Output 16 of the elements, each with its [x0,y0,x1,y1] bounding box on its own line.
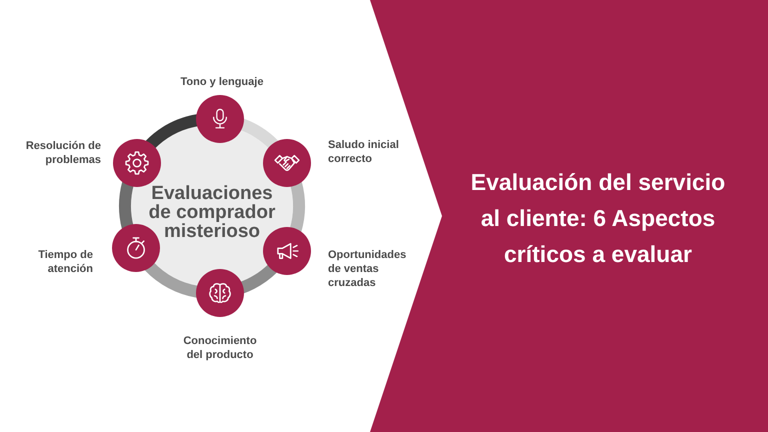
aspect-label: Tono y lenguaje [180,75,264,89]
aspect-circle [112,138,161,186]
ring-segment [238,264,277,294]
ring-segment [144,262,199,298]
center-label: Evaluaciones de comprador misterioso [146,184,278,240]
aspect-label: Saludo inicial correcto [328,138,400,166]
aspect-circle [112,224,160,272]
aspect-label: Conocimiento del producto [182,334,258,362]
aspect-label: Tiempo de atención [37,248,93,276]
ring-segment [238,118,278,150]
slide-title: Evaluación del servicio al cliente: 6 Aspectos críticos a evaluar [470,168,726,269]
ring-segment [146,114,199,150]
aspect-label: Oportunidades de ventas cruzadas [328,248,408,290]
ring-segment [119,182,134,229]
aspect-label: Resolución de problemas [24,139,101,167]
ring-segment [290,182,305,232]
